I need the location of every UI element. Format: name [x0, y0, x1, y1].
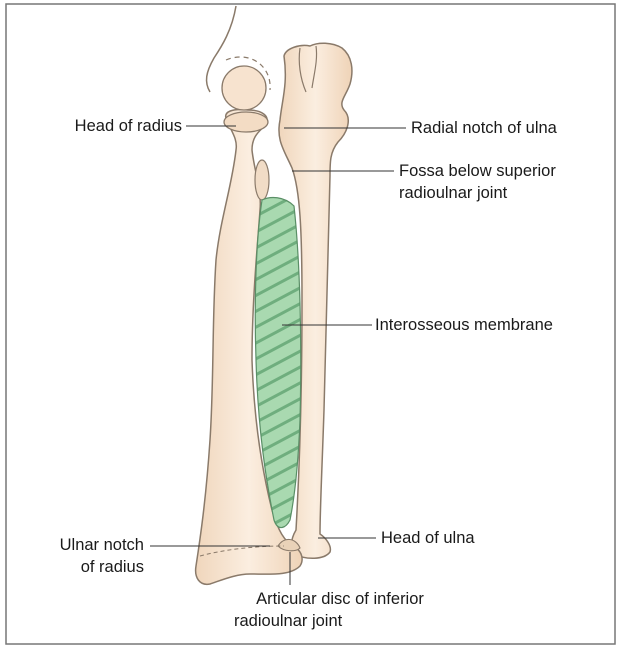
label-head-of-ulna: Head of ulna	[381, 527, 475, 549]
label-articular-disc-line1: Articular disc of inferior	[220, 588, 460, 610]
label-fossa: Fossa below superior radioulnar joint	[399, 160, 556, 204]
radius-head	[224, 112, 268, 132]
label-head-of-radius: Head of radius	[40, 115, 182, 137]
label-articular-disc: Articular disc of inferior radioulnar jo…	[220, 588, 460, 632]
label-ulnar-notch: Ulnar notch of radius	[18, 534, 144, 578]
label-ulnar-notch-line1: Ulnar notch	[18, 534, 144, 556]
label-articular-disc-line2: radioulnar joint	[220, 610, 460, 632]
label-fossa-line2: radioulnar joint	[399, 182, 556, 204]
label-ulnar-notch-line2: of radius	[18, 556, 144, 578]
fossa	[255, 160, 269, 200]
capitulum	[222, 66, 266, 110]
label-radial-notch-of-ulna: Radial notch of ulna	[411, 117, 557, 139]
label-fossa-line1: Fossa below superior	[399, 160, 556, 182]
label-interosseous-membrane: Interosseous membrane	[375, 314, 553, 336]
